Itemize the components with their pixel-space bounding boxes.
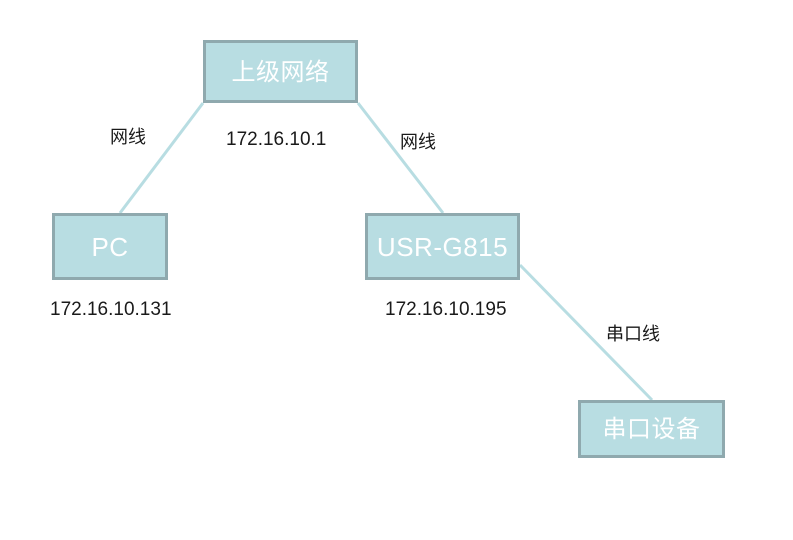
node-label: PC: [91, 231, 129, 262]
node-label: USR-G815: [376, 231, 509, 262]
node-upstream-network[interactable]: 上级网络: [203, 40, 358, 103]
edge-upstream-to-pc: [118, 102, 205, 214]
node-label: 串口设备: [602, 415, 701, 443]
edge-label-upstream-to-router: 网线: [400, 132, 436, 153]
caption-pc-ip: 172.16.10.131: [50, 299, 172, 320]
edge-router-to-serial-device: [518, 263, 654, 402]
node-pc[interactable]: PC: [52, 213, 168, 280]
node-serial-device[interactable]: 串口设备: [578, 400, 725, 458]
edge-upstream-to-router: [356, 102, 445, 214]
edge-label-upstream-to-pc: 网线: [110, 127, 146, 148]
edge-label-router-to-serial-device: 串口线: [606, 324, 660, 345]
caption-router-ip: 172.16.10.195: [385, 299, 507, 320]
node-label: 上级网络: [231, 57, 330, 86]
caption-upstream-ip: 172.16.10.1: [226, 129, 327, 150]
node-usr-g815[interactable]: USR-G815: [365, 213, 520, 280]
